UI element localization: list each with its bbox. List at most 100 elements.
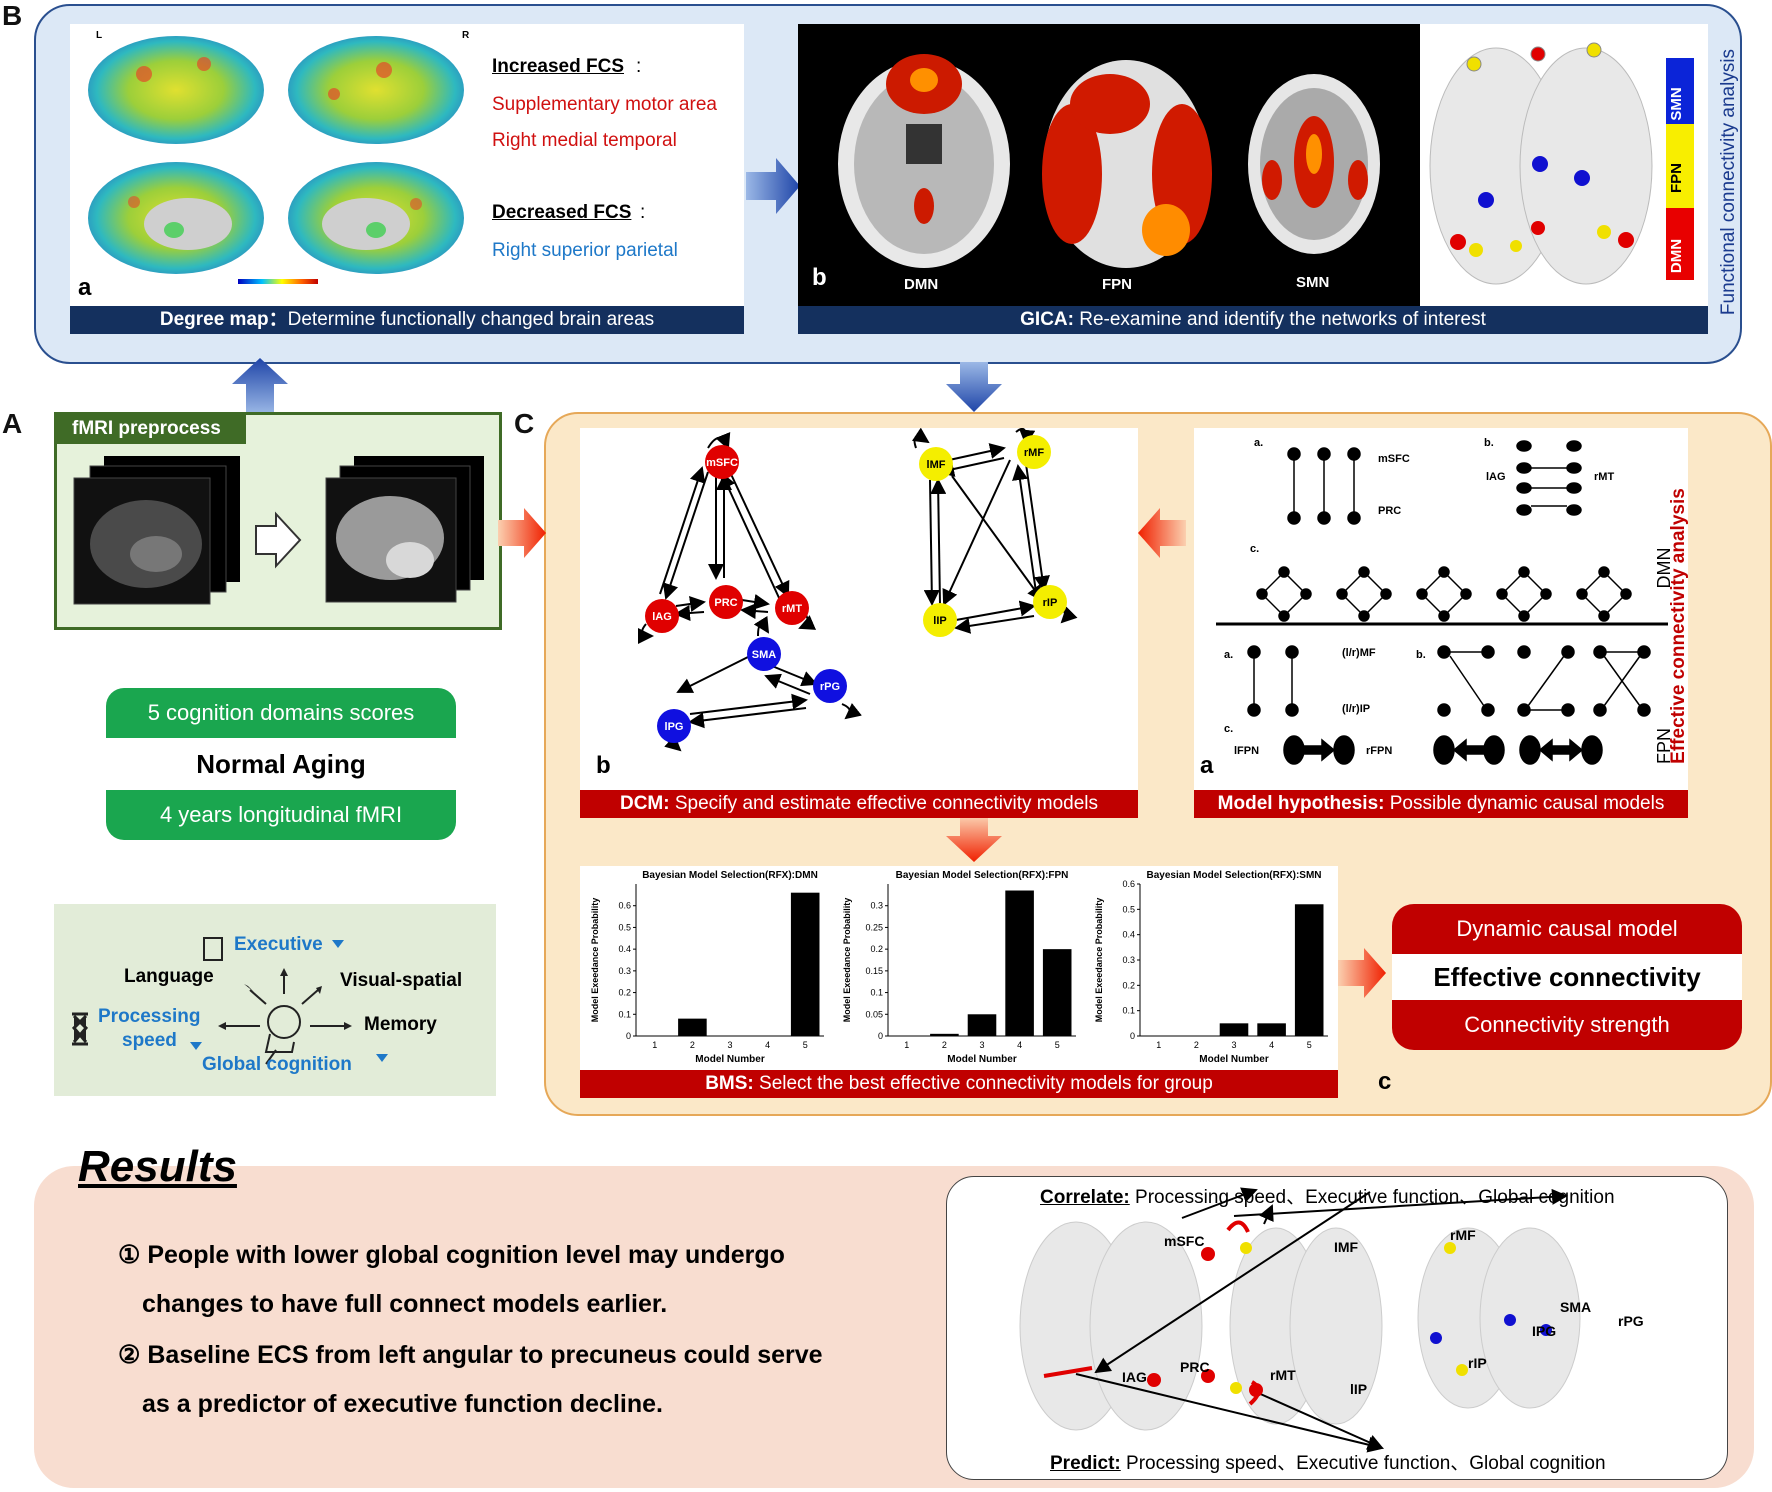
res-label-rmt: rMT [1270, 1367, 1296, 1383]
result-sub-label-c: c [1378, 1068, 1392, 1095]
res-label-rmf: rMF [1450, 1227, 1476, 1243]
sub-label-b: b [812, 264, 827, 291]
bms-x-tick-label: 2 [1194, 1040, 1199, 1050]
bms-y-tick-label: 0.3 [1122, 955, 1135, 965]
dcm-network-graphs: mSFC lAG PRC rMT lMF rMF lIP rIP SMA rPG… [637, 428, 1078, 752]
bms-bar [1257, 1023, 1286, 1036]
hyp-rmt: rMT [1594, 471, 1614, 483]
dcm-node-rpg: rPG [820, 681, 840, 693]
bms-bar [1005, 890, 1034, 1036]
model-hypothesis-caption: Model hypothesis: Possible dynamic causa… [1194, 790, 1688, 818]
dcm-node-sma: SMA [752, 649, 777, 661]
bms-x-tick-label: 1 [652, 1040, 657, 1050]
mri-slices [73, 456, 484, 605]
hyp-lrip: (l/r)IP [1342, 703, 1370, 715]
blue-arrow-up [232, 358, 288, 414]
bms-chart-title: Bayesian Model Selection(RFX):FPN [896, 870, 1069, 881]
bms-y-tick-label: 0.5 [618, 922, 631, 932]
res-label-ipg: IPG [1532, 1323, 1556, 1339]
hyp-b1: b. [1484, 437, 1494, 449]
results-brain-graph: mSFC IAG PRC rMT IMF rMF lIP rIP SMA rPG… [1019, 1187, 1644, 1453]
bms-bar [1294, 904, 1324, 1036]
bms-y-tick-label: 0.5 [1122, 904, 1135, 914]
glass-brain-nodes [1429, 42, 1653, 285]
result-effective-connectivity: Effective connectivity [1392, 954, 1742, 1000]
cog-executive: Executive [234, 934, 323, 955]
label-A: A [2, 408, 23, 439]
bms-charts: Bayesian Model Selection(RFX):DMN00.10.2… [590, 870, 1328, 1065]
network-label-fpn: FPN [1102, 276, 1132, 293]
legend-dmn-label: DMN [1668, 238, 1685, 274]
dcm-node-rmt: rMT [782, 603, 802, 615]
bms-x-tick-label: 5 [1055, 1040, 1060, 1050]
gica-brain-slices [838, 54, 1380, 268]
results-title: Results [78, 1142, 237, 1191]
hyp-c1: c. [1250, 543, 1259, 555]
right-hemisphere-label: R [462, 30, 470, 41]
bms-bar [790, 892, 820, 1036]
cognition-domains-box [54, 904, 496, 1096]
bms-y-tick-label: 0.1 [618, 1009, 631, 1019]
bms-x-tick-label: 4 [1269, 1040, 1274, 1050]
hyp-prc: PRC [1378, 505, 1401, 517]
bms-y-tick-label: 0.3 [618, 966, 631, 976]
bms-x-tick-label: 2 [942, 1040, 947, 1050]
legend-fpn-swatch [1666, 124, 1694, 208]
cog-memory: Memory [364, 1014, 437, 1035]
bms-x-tick-label: 2 [690, 1040, 695, 1050]
dcm-node-lip: lIP [933, 615, 946, 627]
degree-brain-surfaces [88, 36, 464, 284]
hyp-fpn-label: FPN [1654, 728, 1674, 764]
hyp-a2: a. [1224, 649, 1233, 661]
bms-y-tick-label: 0.25 [865, 922, 883, 932]
results-item-1b: changes to have full connect models earl… [142, 1290, 668, 1318]
cog-language: Language [124, 966, 214, 987]
increased-item-2: Right medial temporal [492, 130, 677, 151]
dcm-node-prc: PRC [714, 597, 737, 609]
bms-y-tick-label: 0 [1130, 1031, 1135, 1041]
bms-y-label: Model Exeedance Probability [590, 898, 600, 1023]
res-label-rpg: rPG [1618, 1313, 1644, 1329]
label-C: C [514, 408, 535, 439]
results-item-2b: as a predictor of executive function dec… [142, 1390, 663, 1418]
red-arrow-into-dcm [498, 508, 546, 558]
bms-y-tick-label: 0.3 [870, 901, 883, 911]
blue-arrow-right [746, 158, 800, 214]
dcm-sub-label-b: b [596, 752, 611, 779]
bms-y-tick-label: 0.05 [865, 1009, 883, 1019]
predict-line: Predict: Processing speed、Executive func… [1050, 1453, 1606, 1474]
bms-x-label: Model Number [947, 1054, 1017, 1065]
bms-y-tick-label: 0.6 [1122, 879, 1135, 889]
res-label-lip: lIP [1350, 1381, 1367, 1397]
legend-smn-label: SMN [1668, 87, 1685, 121]
bms-x-tick-label: 3 [727, 1040, 732, 1050]
legend-fpn-label: FPN [1668, 163, 1685, 193]
dcm-node-lpg: lPG [665, 721, 684, 733]
results-item-1a: ① People with lower global cognition lev… [118, 1241, 785, 1269]
bms-y-tick-label: 0.4 [1122, 930, 1135, 940]
bms-bar [930, 1033, 959, 1036]
bms-y-tick-label: 0.4 [618, 944, 631, 954]
gica-caption: GICA: Re-examine and identify the networ… [798, 306, 1708, 334]
bms-bar [1042, 949, 1072, 1036]
hyp-dmn-label: DMN [1654, 548, 1674, 589]
sub-label-a: a [78, 274, 92, 301]
results-item-2a: ② Baseline ECS from left angular to prec… [118, 1341, 823, 1369]
bms-y-tick-label: 0.1 [1122, 1006, 1135, 1016]
bms-x-tick-label: 1 [904, 1040, 909, 1050]
normal-aging-label: Normal Aging [106, 738, 456, 790]
bms-y-tick-label: 0.2 [618, 988, 631, 998]
cognition-diagram [71, 937, 388, 1065]
functional-connectivity-title: Functional connectivity analysis [1718, 48, 1739, 316]
legend-smn-swatch [1666, 58, 1694, 124]
result-dcm-pill: Dynamic causal model [1392, 904, 1742, 954]
bms-y-tick-label: 0.6 [618, 901, 631, 911]
bms-y-tick-label: 0 [878, 1031, 883, 1041]
bms-y-tick-label: 0.1 [870, 988, 883, 998]
bms-y-label: Model Exeedance Probability [842, 898, 852, 1023]
bms-chart-title: Bayesian Model Selection(RFX):SMN [1146, 870, 1321, 881]
dcm-node-msfc: mSFC [706, 457, 738, 469]
res-label-imf: IMF [1334, 1239, 1359, 1255]
hyp-lfpn: lFPN [1234, 745, 1259, 757]
decreased-item-1: Right superior parietal [492, 240, 678, 261]
